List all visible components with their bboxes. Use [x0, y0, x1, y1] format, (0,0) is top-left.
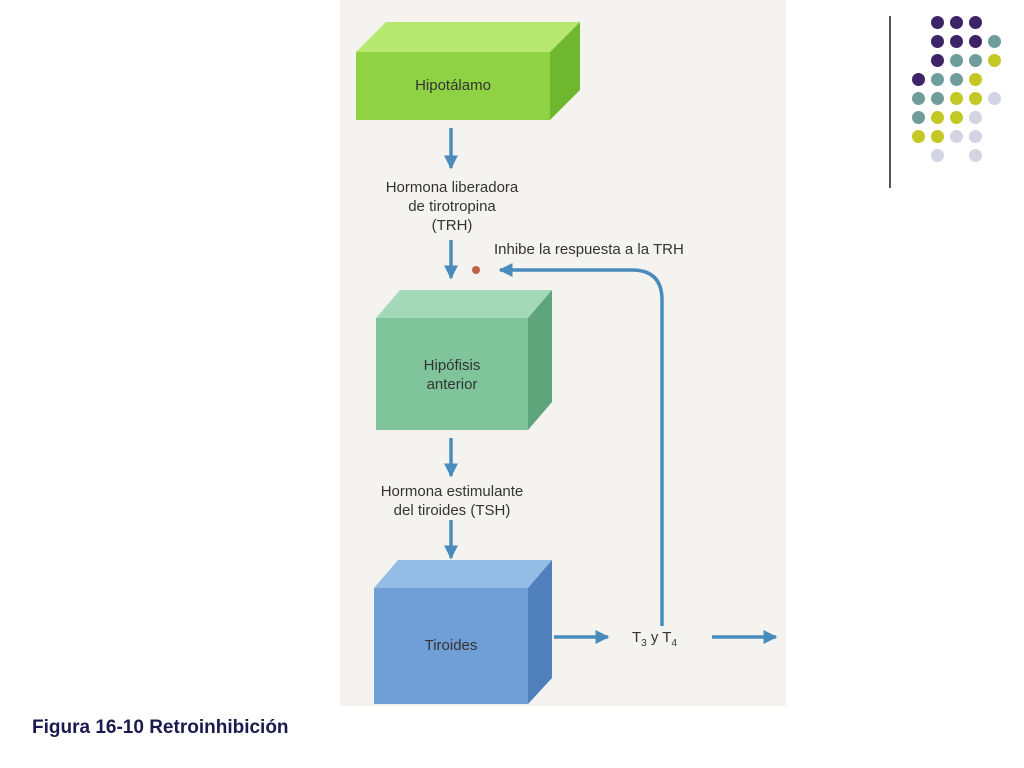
- decor-dot: [969, 111, 982, 124]
- figure-panel: Hipotálamo Hipófisis anterior Tiroides H…: [340, 0, 786, 706]
- pituitary-label-line1: Hipófisis: [423, 357, 481, 374]
- decor-dot: [969, 54, 982, 67]
- decor-dot: [931, 130, 944, 143]
- decor-dot: [912, 130, 925, 143]
- decor-dot: [969, 73, 982, 86]
- decor-dot: [988, 35, 1001, 48]
- decor-vertical-line: [889, 16, 891, 188]
- decor-dot: [931, 92, 944, 105]
- decor-dot: [988, 54, 1001, 67]
- decor-dot: [969, 130, 982, 143]
- decor-dot: [931, 35, 944, 48]
- hypothalamus-box: [356, 22, 580, 120]
- t3-t4-label: T3 y T4: [632, 628, 702, 653]
- decor-dot: [912, 92, 925, 105]
- decor-dot-grid: [900, 14, 1010, 169]
- pituitary-box-front: [376, 318, 528, 430]
- thyroid-box-front: [374, 588, 528, 704]
- thyroid-box-side: [528, 560, 552, 704]
- decor-dot: [931, 73, 944, 86]
- decor-dot: [950, 73, 963, 86]
- hypothalamus-box-front: [356, 52, 550, 120]
- decor-dot: [969, 35, 982, 48]
- decor-dot: [931, 111, 944, 124]
- pituitary-label-line2: anterior: [426, 376, 478, 393]
- decor-dot: [931, 149, 944, 162]
- pituitary-label: Hipófisis anterior: [367, 356, 537, 394]
- decor-dot: [950, 111, 963, 124]
- decor-dot: [931, 16, 944, 29]
- t3-t4-label-y-t: y T: [646, 629, 672, 646]
- feedback-arrow: [498, 263, 664, 626]
- t3-t4-label-t: T: [632, 629, 642, 646]
- decor-dot: [950, 35, 963, 48]
- decor-dot: [950, 130, 963, 143]
- pituitary-box: [376, 290, 552, 430]
- decor-dot: [969, 149, 982, 162]
- diagram-canvas: [356, 22, 778, 704]
- pituitary-box-top: [376, 290, 552, 318]
- decor-dot: [912, 111, 925, 124]
- figure-caption: Figura 16-10 Retroinhibición: [32, 717, 289, 738]
- trh-label-line3: (TRH): [431, 217, 473, 234]
- decor-dot: [988, 92, 1001, 105]
- decor-dot: [969, 16, 982, 29]
- inhibition-dot: [472, 266, 480, 274]
- hypothalamus-label: Hipotálamo: [415, 77, 491, 94]
- trh-label-line1: Hormona liberadora: [385, 179, 519, 196]
- decor-dot: [969, 92, 982, 105]
- thyroid-box: [374, 560, 552, 704]
- decor-dot: [931, 54, 944, 67]
- trh-label: Hormona liberadora de tirotropina (TRH): [360, 178, 544, 235]
- tsh-label-line1: Hormona estimulante: [380, 483, 524, 500]
- hypothalamus-box-side: [550, 22, 580, 120]
- trh-label-line2: de tirotropina: [408, 198, 496, 215]
- decor-dot: [950, 16, 963, 29]
- decor-dot: [950, 92, 963, 105]
- inhibit-label: Inhibe la respuesta a la TRH: [494, 241, 684, 258]
- pituitary-box-side: [528, 290, 552, 430]
- decor-dot: [950, 54, 963, 67]
- tsh-label: Hormona estimulante del tiroides (TSH): [354, 482, 550, 520]
- thyroid-label: Tiroides: [424, 637, 478, 654]
- tsh-label-line2: del tiroides (TSH): [393, 502, 511, 519]
- decor-dot: [912, 73, 925, 86]
- t3-subscript: 3: [641, 638, 647, 649]
- hypothalamus-box-top: [356, 22, 580, 52]
- thyroid-box-top: [374, 560, 552, 588]
- t4-subscript: 4: [671, 638, 678, 649]
